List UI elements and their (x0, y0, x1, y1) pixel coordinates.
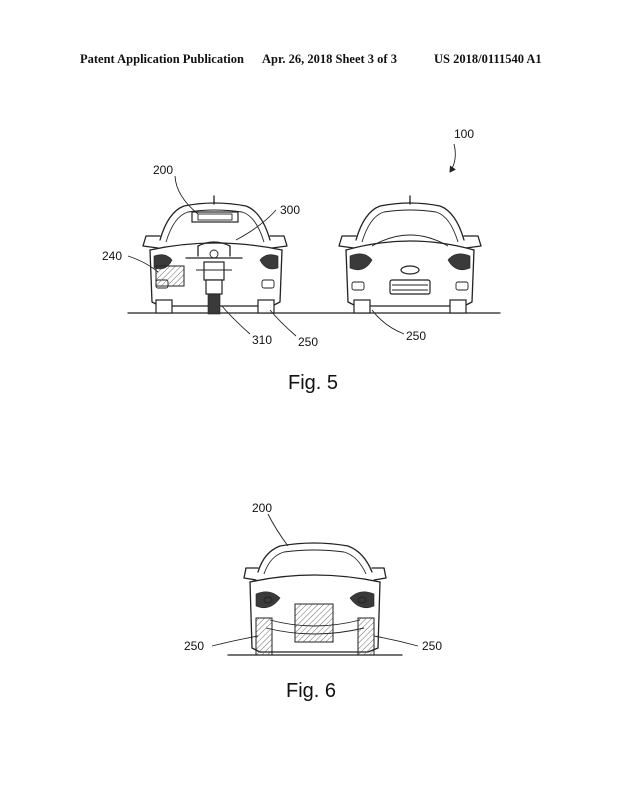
header-publication: Patent Application Publication (80, 52, 244, 66)
fig5-leader-310 (221, 305, 251, 335)
fig5-motorbike (185, 241, 243, 315)
fig6-ref-200: 200 (252, 501, 272, 515)
fig5-leader-250-right (371, 309, 405, 335)
fig5-right-car (338, 195, 482, 314)
fig6-leader-250-right (373, 635, 419, 647)
fig6-car (243, 542, 387, 656)
fig6-leader-200 (267, 513, 289, 547)
fig5-ref-300: 300 (280, 203, 300, 217)
fig6-ref-250-right: 250 (422, 639, 442, 653)
header-patent-number: US 2018/0111540 A1 (434, 52, 542, 66)
fig5-ref-250-left: 250 (298, 335, 318, 349)
fig5-ref-240: 240 (102, 249, 122, 263)
fig5-ref-310: 310 (252, 333, 272, 347)
fig5-leader-240 (127, 255, 159, 273)
fig5-ref-100: 100 (454, 127, 474, 141)
fig5-ref-200: 200 (153, 163, 173, 177)
fig5-leader-250-left (269, 309, 297, 337)
fig5-caption: Fig. 5 (288, 372, 338, 394)
fig5-arrow-100 (449, 143, 456, 173)
fig5-left-car (142, 195, 288, 314)
fig6-caption: Fig. 6 (286, 680, 336, 702)
fig5-bracket-240 (155, 265, 185, 287)
fig6-leader-250-left (211, 635, 259, 647)
fig6-drawing: 200 250 250 Fig. 6 (184, 501, 442, 702)
fig5-leader-300 (235, 209, 277, 241)
fig6-ref-250-left: 250 (184, 639, 204, 653)
header-date-sheet: Apr. 26, 2018 Sheet 3 of 3 (262, 52, 397, 66)
fig5-drawing: 100 200 300 240 310 250 250 Fig. 5 (102, 127, 501, 394)
fig5-leader-200 (174, 175, 199, 215)
fig6-hatched-box (294, 603, 334, 643)
fig5-ref-250-right: 250 (406, 329, 426, 343)
